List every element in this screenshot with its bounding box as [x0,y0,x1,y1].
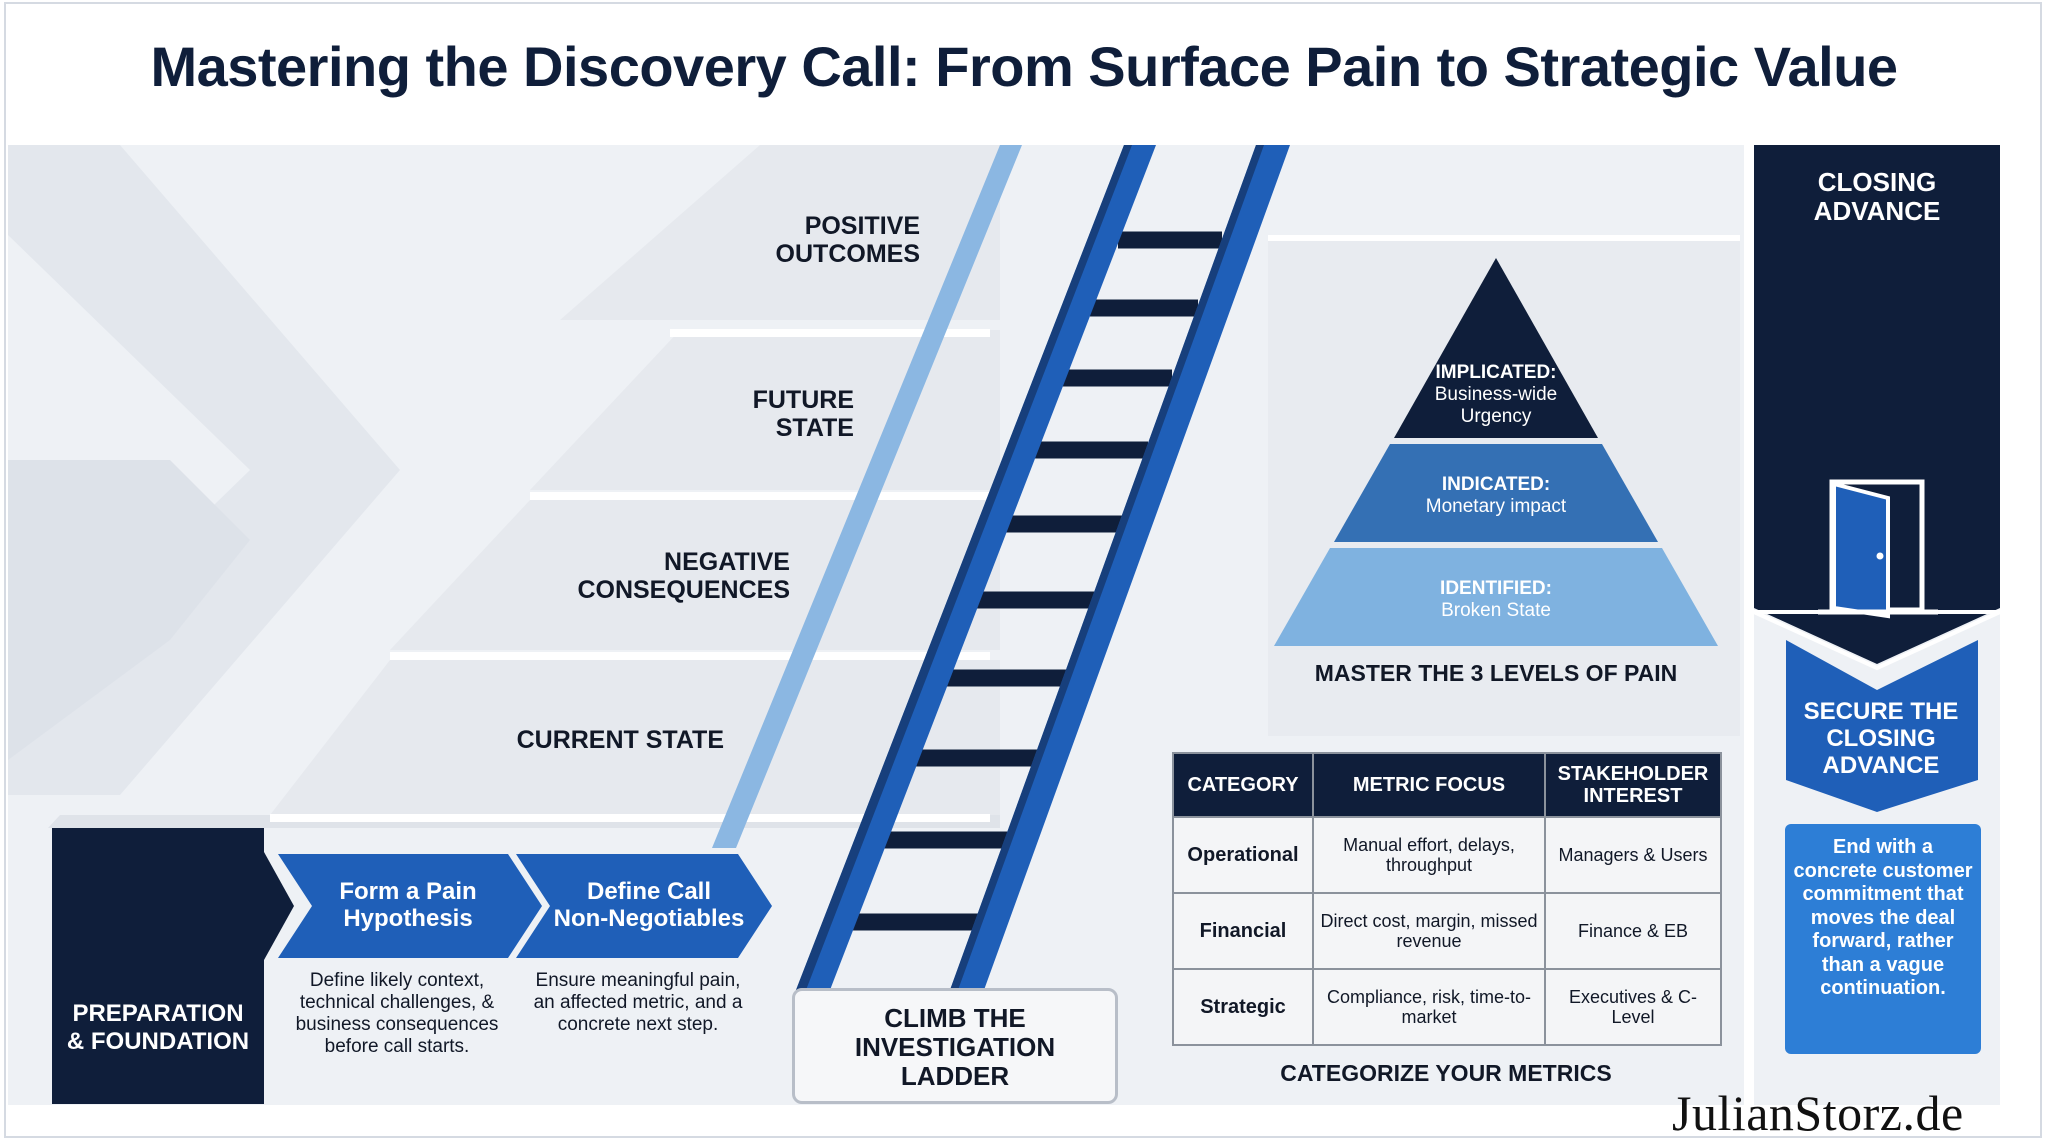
pyramid-indicated-text: INDICATED: Monetary impact [1390,474,1602,518]
table-header-row: CATEGORY METRIC FOCUS STAKEHOLDER INTERE… [1172,752,1722,818]
table-header-category: CATEGORY [1172,752,1314,818]
table-cell-category: Financial [1172,892,1314,970]
closing-advance-label: CLOSING ADVANCE [1813,167,1941,226]
table-cell-metric-focus: Direct cost, margin, missed revenue [1312,892,1546,970]
pyramid-implicated-name: IMPLICATED: [1435,362,1557,383]
background-chevron-small [8,460,250,760]
closing-description-box [1785,824,1981,1054]
page-title: Mastering the Discovery Call: From Surfa… [150,35,1898,98]
secure-advance-label: SECURE THE CLOSING ADVANCE [1803,698,1959,779]
table-cell-metric-focus: Compliance, risk, time-to-market [1312,968,1546,1046]
pyramid-identified-text: IDENTIFIED: Broken State [1390,578,1602,622]
call-non-negotiables-description: Ensure meaningful pain, an affected metr… [533,970,743,1035]
chevron-call-non-negotiables [516,854,772,958]
watermark: JulianStorz.de [1672,1085,1964,1141]
table-cell-stakeholder: Finance & EB [1544,892,1722,970]
secure-advance-chevron [1786,640,1978,812]
table-cell-stakeholder: Managers & Users [1544,816,1722,894]
step-positive-outcomes: POSITIVE OUTCOMES [775,212,920,268]
closing-description-text: End with a concrete customer commitment … [1793,836,1973,999]
pyramid-implicated-desc: Business-wide Urgency [1434,384,1558,427]
pyramid-identified-desc: Broken State [1441,600,1551,621]
pyramid-indicated-desc: Monetary impact [1425,496,1567,517]
pyramid-caption: MASTER THE 3 LEVELS OF PAIN [1314,660,1678,686]
step-band-positive-outcomes [560,145,1000,320]
step-negative-consequences: NEGATIVE CONSEQUENCES [577,548,790,604]
climb-ladder-label: CLIMB THE INVESTIGATION LADDER [854,1003,1056,1091]
table-cell-category: Operational [1172,816,1314,894]
step-band-current-state [270,660,1000,815]
preparation-box [52,828,264,1104]
prep-box-arrow [264,852,294,960]
ladder-right-rail [950,145,1290,990]
pyramid-level-implicated [1394,258,1598,438]
pain-hypothesis-label: Form a Pain Hypothesis [339,878,477,932]
ladder-right-rail-shade [950,145,1264,990]
climb-ladder-box [792,988,1118,1104]
preparation-label: PREPARATION & FOUNDATION [66,1000,250,1055]
table-row: Financial Direct cost, margin, missed re… [1172,892,1722,970]
table-header-metric-focus: METRIC FOCUS [1312,752,1546,818]
table-row: Operational Manual effort, delays, throu… [1172,816,1722,894]
pyramid-level-identified [1274,548,1718,646]
table-header-stakeholder-interest: STAKEHOLDER INTEREST [1544,752,1722,818]
metrics-table: CATEGORY METRIC FOCUS STAKEHOLDER INTERE… [1172,752,1722,1046]
ladder-left-rail-shade [796,145,1132,990]
investigation-ladder [796,145,1290,990]
pyramid-level-indicated [1334,444,1658,542]
call-non-negotiables-label: Define Call Non-Negotiables [553,878,745,932]
chevron-pain-hypothesis [278,854,542,958]
open-door-icon [1818,479,1938,619]
pain-hypothesis-description: Define likely context, technical challen… [295,970,499,1057]
step-future-state: FUTURE STATE [752,386,854,442]
pyramid-identified-name: IDENTIFIED: [1440,578,1552,599]
pyramid-indicated-name: INDICATED: [1441,474,1551,495]
metrics-caption: CATEGORIZE YOUR METRICS [1280,1060,1612,1086]
step-current-state: CURRENT STATE [516,726,724,754]
table-cell-metric-focus: Manual effort, delays, throughput [1312,816,1546,894]
table-cell-category: Strategic [1172,968,1314,1046]
table-row: Strategic Compliance, risk, time-to-mark… [1172,968,1722,1046]
pyramid-implicated-text: IMPLICATED: Business-wide Urgency [1414,362,1578,428]
closing-advance-banner [1754,145,2000,664]
table-cell-stakeholder: Executives & C-Level [1544,968,1722,1046]
guide-stripe [712,145,1022,848]
